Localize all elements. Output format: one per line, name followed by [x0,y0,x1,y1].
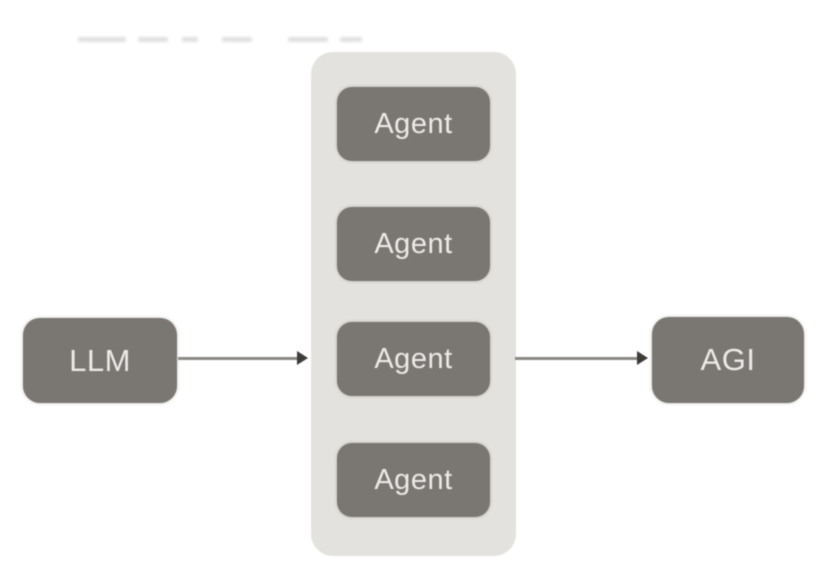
arrow-head-icon [637,351,648,365]
agi-node-label: AGI [700,342,756,377]
agent-node: Agent [337,207,490,281]
arrow-line [515,357,639,360]
agent-node-label: Agent [374,342,453,375]
agent-node-label: Agent [374,227,453,260]
agent-node: Agent [337,322,490,396]
artifact-dash [340,37,362,42]
agent-node: Agent [337,87,490,161]
agent-node-label: Agent [374,107,453,140]
arrow-head-icon [297,351,308,365]
agent-node: Agent [337,443,490,517]
agent-pool-container: Agent Agent Agent Agent [311,52,516,556]
agent-node-label: Agent [374,463,453,496]
artifact-dash [222,37,252,42]
artifact-dash [78,37,126,42]
artifact-dash [288,37,328,42]
artifact-dash [138,37,168,42]
llm-node: LLM [23,318,177,403]
arrow-line [178,357,302,360]
llm-node-label: LLM [69,342,131,378]
agi-node: AGI [652,317,804,403]
artifact-dash [182,37,198,42]
